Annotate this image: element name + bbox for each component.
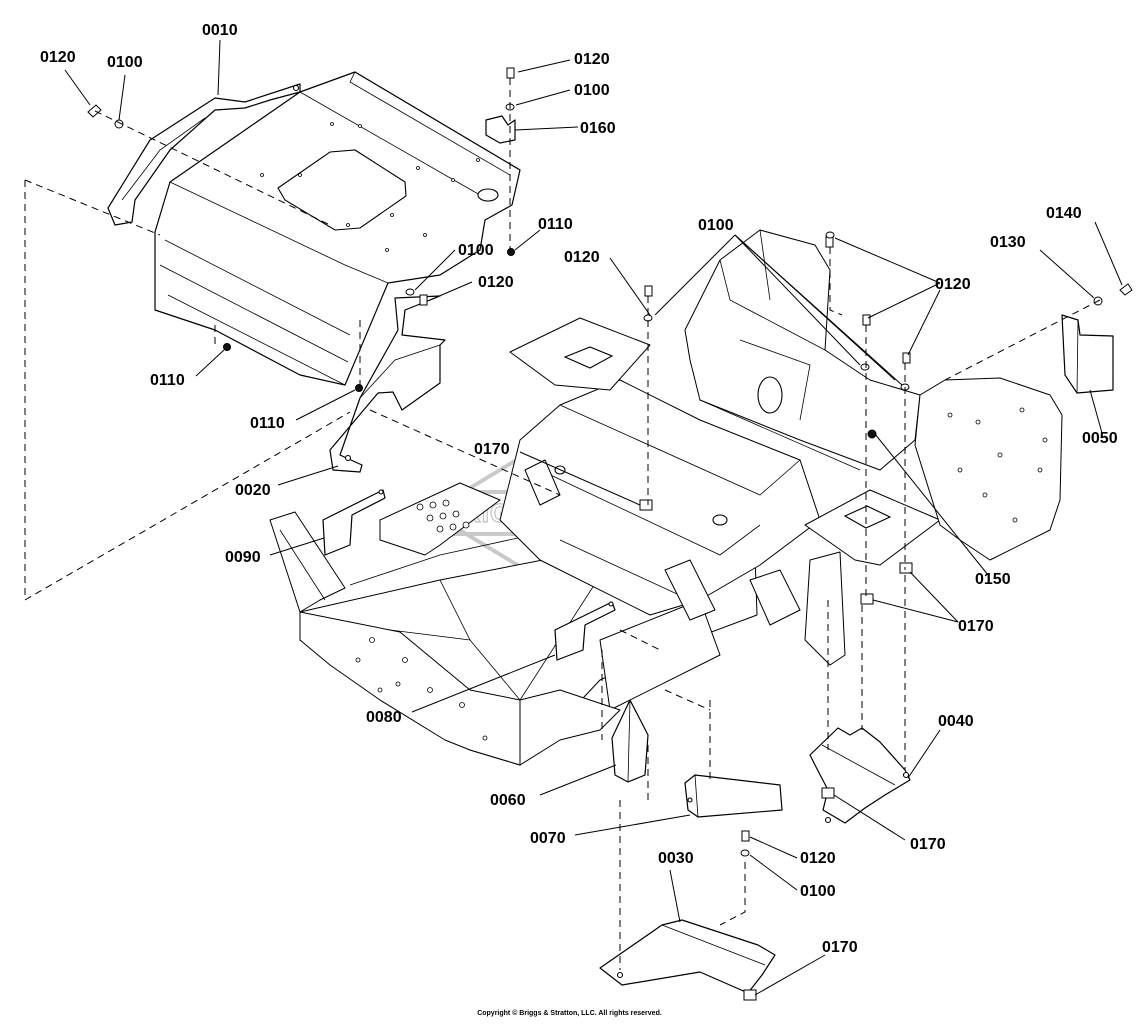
shield-part-0090 xyxy=(322,489,386,556)
callout-0120: 0120 xyxy=(40,49,76,66)
clip-part-0160 xyxy=(485,115,516,144)
callout-0100: 0100 xyxy=(698,217,734,234)
footplate-part-0030 xyxy=(599,919,776,994)
copyright-notice: Copyright © Briggs & Stratton, LLC. All … xyxy=(477,1010,662,1017)
callout-0120: 0120 xyxy=(574,51,610,68)
callout-0030: 0030 xyxy=(658,850,694,867)
shield-part-0080 xyxy=(554,601,616,661)
main-frame xyxy=(269,229,1063,766)
callout-0120: 0120 xyxy=(478,274,514,291)
callout-0120: 0120 xyxy=(935,276,971,293)
callout-0110: 0110 xyxy=(538,216,573,233)
callout-0100: 0100 xyxy=(574,82,610,99)
callout-0170: 0170 xyxy=(910,836,946,853)
callout-0040: 0040 xyxy=(938,713,974,730)
seat-pan-part-0010 xyxy=(154,71,521,386)
callout-0140: 0140 xyxy=(1046,205,1082,222)
callout-0110: 0110 xyxy=(250,415,285,432)
leader-lines xyxy=(64,39,1123,996)
callout-0120: 0120 xyxy=(564,249,600,266)
footplate-part-0040 xyxy=(809,727,911,824)
plate-part-0050 xyxy=(1061,314,1114,394)
callout-0160: 0160 xyxy=(580,120,616,137)
callout-0170: 0170 xyxy=(822,939,858,956)
callout-0100: 0100 xyxy=(800,883,836,900)
callout-labels: 0010 0120 0100 0120 0100 0160 0110 0100 … xyxy=(40,22,1118,956)
bracket-part-0020 xyxy=(329,295,446,473)
callout-0080: 0080 xyxy=(366,709,402,726)
callout-0150: 0150 xyxy=(975,571,1011,588)
bracket-part-0070 xyxy=(684,774,783,818)
callout-0050: 0050 xyxy=(1082,430,1118,447)
callout-0070: 0070 xyxy=(530,830,566,847)
callout-0010: 0010 xyxy=(202,22,238,39)
assembly-lines xyxy=(24,78,1101,970)
callout-0110: 0110 xyxy=(150,372,185,389)
callout-0100: 0100 xyxy=(107,54,143,71)
callout-0130: 0130 xyxy=(990,234,1026,251)
callout-0170: 0170 xyxy=(958,618,994,635)
callout-0170: 0170 xyxy=(474,441,510,458)
callout-0120: 0120 xyxy=(800,850,836,867)
callout-0090: 0090 xyxy=(225,549,261,566)
callout-0020: 0020 xyxy=(235,482,271,499)
bracket-part-0060 xyxy=(611,699,649,783)
seat-bracket-0010 xyxy=(107,83,301,226)
callout-0100: 0100 xyxy=(458,242,494,259)
callout-0060: 0060 xyxy=(490,792,526,809)
